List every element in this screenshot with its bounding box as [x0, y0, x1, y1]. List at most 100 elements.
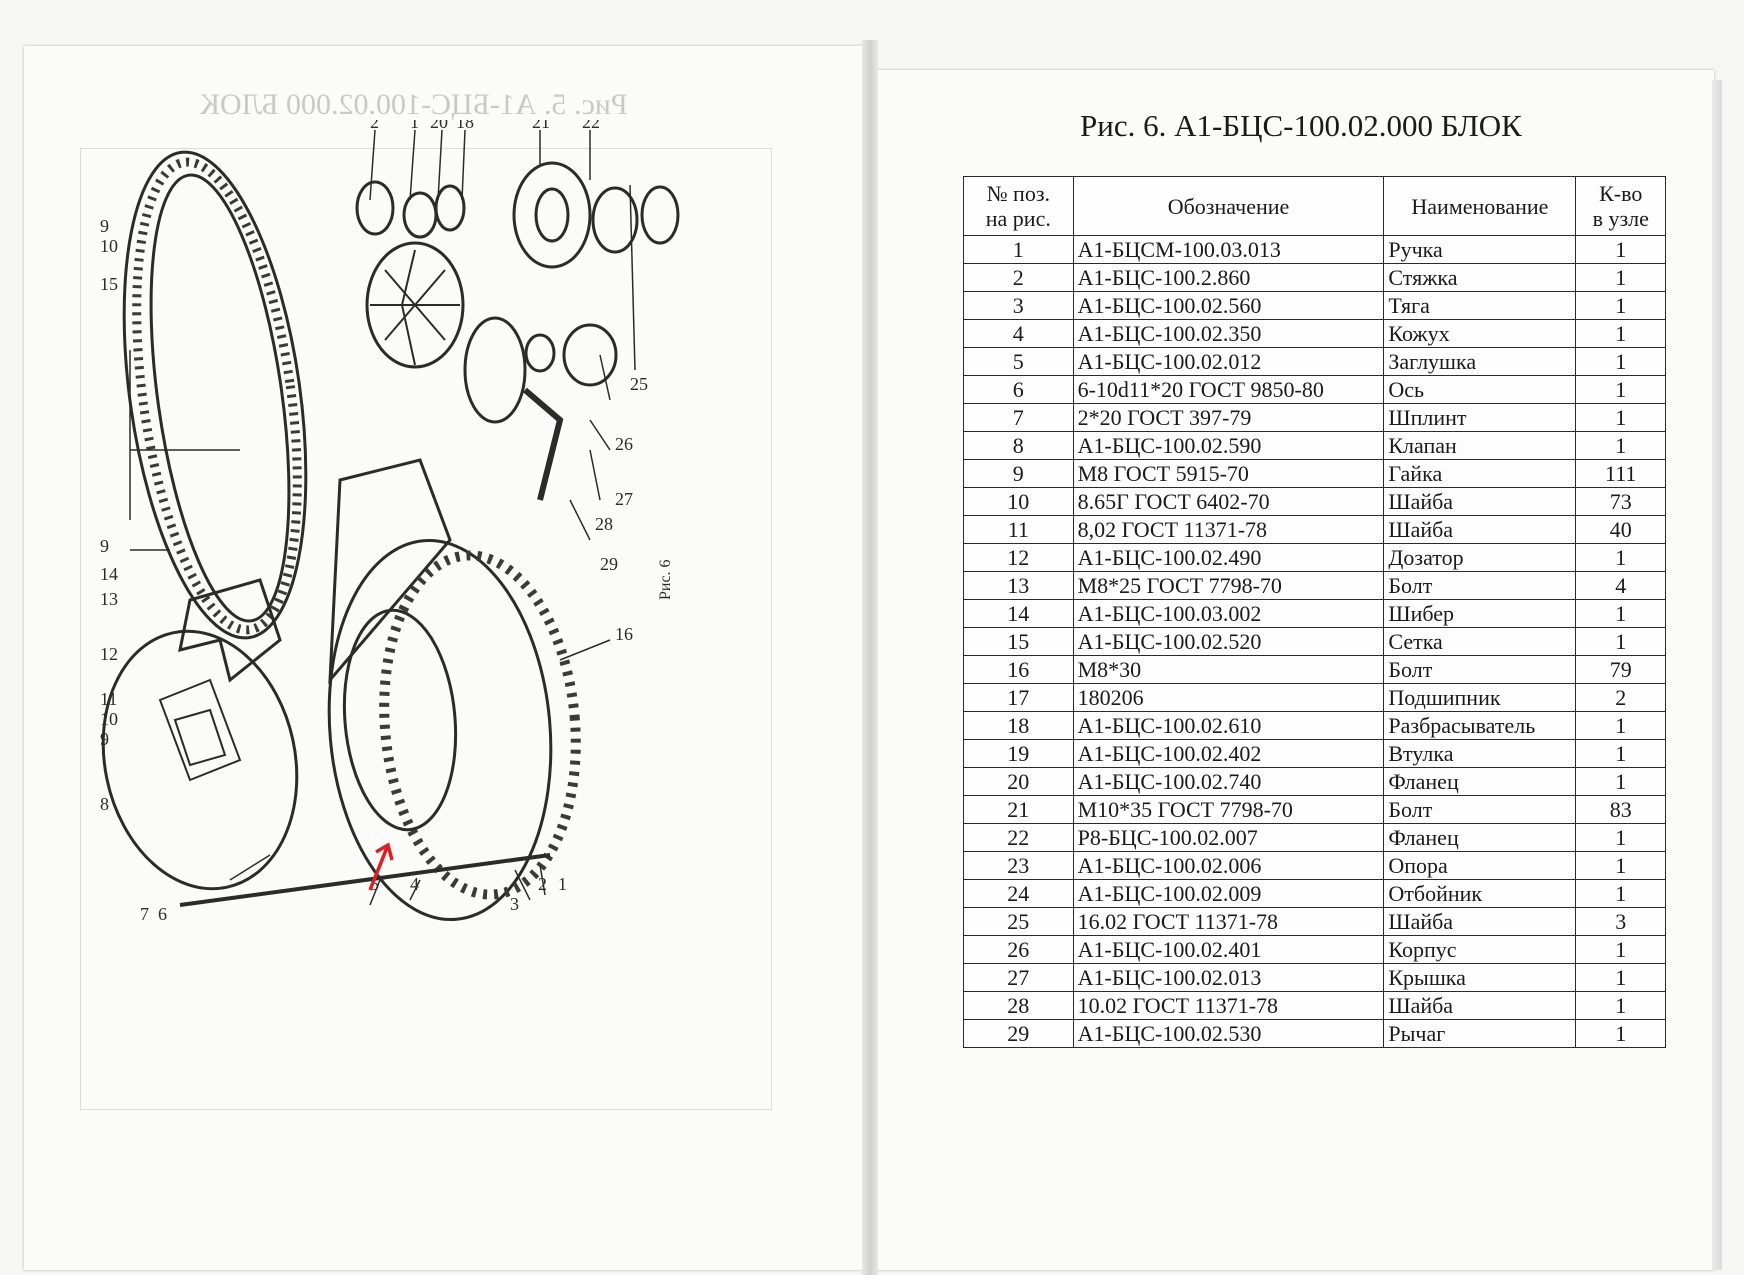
cell-designation: А1-БЦС-100.02.590 [1072, 431, 1385, 460]
cell-designation: М10*35 ГОСТ 7798-70 [1072, 795, 1385, 824]
cell-designation: А1-БЦС-100.02.740 [1072, 767, 1385, 796]
cell-designation: А1-БЦСМ-100.03.013 [1072, 235, 1385, 264]
side-caption: Рис. 6 [657, 559, 674, 600]
cell-pos: 28 [963, 991, 1074, 1020]
cell-qty: 111 [1575, 459, 1666, 488]
cell-designation: А1-БЦС-100.02.520 [1072, 627, 1385, 656]
cell-pos: 14 [963, 599, 1074, 628]
cell-name: Шибер [1383, 599, 1577, 628]
parts-table: № поз. на рис. Обозначение Наименование … [963, 176, 1666, 1048]
cell-name: Разбрасыватель [1383, 711, 1577, 740]
dosing-window [158, 678, 242, 782]
cell-pos: 24 [963, 879, 1074, 908]
table-header-row: № поз. на рис. Обозначение Наименование … [963, 176, 1666, 236]
cell-qty: 1 [1575, 375, 1666, 404]
cell-name: Тяга [1383, 291, 1577, 320]
callout-18: 18 [456, 120, 474, 132]
cell-designation: 2*20 ГОСТ 397-79 [1072, 403, 1385, 432]
cell-name: Шайба [1383, 515, 1577, 544]
cell-name: Фланец [1383, 823, 1577, 852]
cell-qty: 4 [1575, 571, 1666, 600]
callout-1-bottom: 1 [558, 874, 567, 894]
cell-name: Корпус [1383, 935, 1577, 964]
callout-12: 12 [100, 644, 118, 664]
cell-name: Заглушка [1383, 347, 1577, 376]
base-rod [179, 853, 551, 907]
cell-pos: 1 [963, 235, 1074, 264]
callout-2-bottom: 2 [538, 874, 547, 894]
callout-9-top: 9 [100, 216, 109, 236]
cell-qty: 1 [1575, 823, 1666, 852]
cell-name: Ось [1383, 375, 1577, 404]
sleeve [562, 323, 618, 387]
cell-designation: А1-БЦС-100.03.002 [1072, 599, 1385, 628]
cell-designation: А1-БЦС-100.02.401 [1072, 935, 1385, 964]
callout-22: 22 [582, 120, 600, 132]
callout-5: 5 [370, 874, 379, 894]
cell-pos: 29 [963, 1019, 1074, 1048]
cell-qty: 1 [1575, 431, 1666, 460]
cell-designation: 6-10d11*20 ГОСТ 9850-80 [1072, 375, 1385, 404]
cell-designation: А1-БЦС-100.02.560 [1072, 291, 1385, 320]
cell-pos: 17 [963, 683, 1074, 712]
cell-designation: А1-БЦС-100.02.350 [1072, 319, 1385, 348]
callout-9-mid: 9 [100, 536, 109, 556]
left-page [24, 46, 866, 1270]
callout-13: 13 [100, 589, 118, 609]
cell-name: Рычаг [1383, 1019, 1577, 1048]
cell-name: Дозатор [1383, 543, 1577, 572]
housing-opening [342, 608, 458, 832]
cell-pos: 22 [963, 823, 1074, 852]
cell-name: Подшипник [1383, 683, 1577, 712]
cell-pos: 3 [963, 291, 1074, 320]
cell-qty: 1 [1575, 543, 1666, 572]
cell-qty: 1 [1575, 879, 1666, 908]
callout-3: 3 [510, 894, 519, 914]
cell-designation: 10.02 ГОСТ 11371-78 [1072, 991, 1385, 1020]
callout-15: 15 [100, 274, 118, 294]
cell-qty: 40 [1575, 515, 1666, 544]
ring-outer [122, 150, 308, 640]
flange-disc [512, 161, 592, 269]
cell-name: Болт [1383, 655, 1577, 684]
cell-name: Шплинт [1383, 403, 1577, 432]
bearing-2 [402, 191, 438, 239]
cell-name: Гайка [1383, 459, 1577, 488]
cell-pos: 10 [963, 487, 1074, 516]
callout-16: 16 [615, 624, 633, 644]
callout-14: 14 [100, 564, 118, 584]
cell-pos: 5 [963, 347, 1074, 376]
impeller-blades [370, 249, 460, 366]
cell-name: Отбойник [1383, 879, 1577, 908]
callout-21: 21 [532, 120, 550, 132]
ring-washer [591, 186, 639, 254]
cell-qty: 1 [1575, 991, 1666, 1020]
cell-pos: 4 [963, 319, 1074, 348]
cell-pos: 7 [963, 403, 1074, 432]
housing-hopper [328, 458, 452, 685]
cell-name: Болт [1383, 795, 1577, 824]
callout-6: 6 [158, 904, 167, 924]
cell-qty: 2 [1575, 683, 1666, 712]
callout-4: 4 [410, 874, 419, 894]
ring-teeth [132, 157, 302, 635]
cell-qty: 83 [1575, 795, 1666, 824]
cell-designation: А1-БЦС-100.02.530 [1072, 1019, 1385, 1048]
cell-name: Шайба [1383, 907, 1577, 936]
header-name: Наименование [1383, 176, 1577, 236]
cell-qty: 1 [1575, 851, 1666, 880]
page-edge [1712, 80, 1722, 1270]
cell-name: Болт [1383, 571, 1577, 600]
cell-qty: 1 [1575, 599, 1666, 628]
callout-1: 1 [410, 120, 419, 132]
